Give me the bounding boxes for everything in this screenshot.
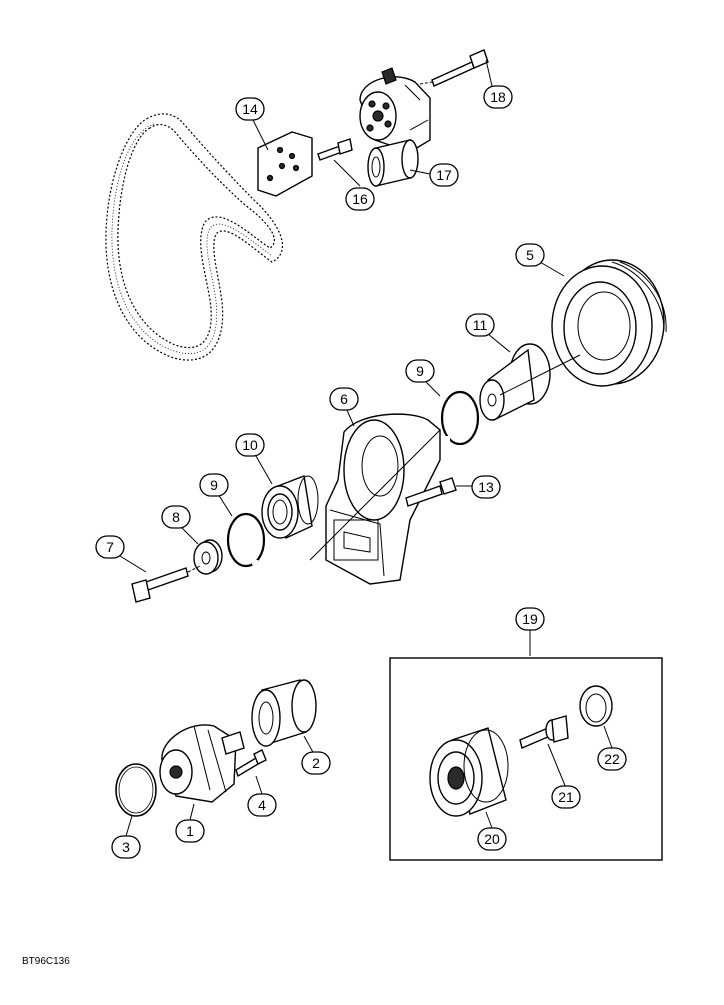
callout-2: 2 [301, 735, 331, 775]
drive-belt [105, 113, 283, 361]
retaining-ring-upper [440, 390, 480, 446]
idler-bearing [261, 475, 319, 540]
callout-9-upper-label: 9 [416, 363, 424, 379]
callout-8-label: 8 [172, 509, 180, 525]
callout-19-label: 19 [522, 611, 538, 627]
o-ring [115, 763, 157, 817]
crankshaft-pulley [551, 259, 667, 387]
callout-16-label: 16 [352, 191, 368, 207]
pump-screw [235, 749, 267, 778]
water-pump [159, 724, 245, 803]
idler-kit-box [389, 657, 663, 861]
callout-3: 3 [111, 815, 141, 859]
callout-11-label: 11 [473, 317, 488, 333]
callout-13: 13 [456, 475, 501, 499]
water-pump-pulley [251, 679, 317, 747]
kit-seal-cap [579, 685, 613, 727]
callout-14: 14 [235, 97, 269, 151]
callout-3-label: 3 [122, 839, 130, 855]
callout-20: 20 [477, 811, 507, 851]
callout-1: 1 [175, 803, 205, 843]
tensioner-pulley [367, 139, 419, 187]
callout-8: 8 [161, 505, 199, 545]
callout-5: 5 [515, 243, 565, 277]
callout-9-upper: 9 [405, 359, 441, 397]
retaining-ring-lower [226, 512, 266, 568]
callout-11: 11 [465, 313, 511, 353]
callout-10-label: 10 [242, 437, 258, 453]
callout-7: 7 [95, 535, 147, 573]
kit-idler-pulley [429, 727, 509, 817]
callout-5-label: 5 [526, 247, 534, 263]
callout-2-label: 2 [312, 755, 320, 771]
belt-tensioner [359, 67, 431, 153]
callout-22-label: 22 [604, 751, 620, 767]
idler-bolt [131, 565, 201, 603]
callout-18-label: 18 [490, 89, 506, 105]
kit-shoulder-bolt [519, 715, 569, 749]
figure-id-label: BT96C136 [22, 956, 70, 967]
callout-22: 22 [597, 725, 627, 771]
callout-7-label: 7 [106, 539, 114, 555]
washer [193, 539, 223, 575]
callout-17-label: 17 [436, 167, 452, 183]
pulley-hub [479, 343, 581, 422]
housing-bolt [405, 477, 457, 507]
callout-21: 21 [547, 743, 581, 809]
callout-4-label: 4 [258, 797, 266, 813]
callout-14-label: 14 [242, 101, 258, 117]
callout-17: 17 [409, 163, 459, 187]
callout-16: 16 [333, 159, 375, 211]
callout-6-label: 6 [340, 391, 348, 407]
callout-20-label: 20 [484, 831, 500, 847]
tensioner-screw [317, 138, 353, 161]
tensioner-bracket [257, 131, 313, 197]
callout-6: 6 [329, 387, 359, 427]
callout-19: 19 [515, 607, 545, 656]
callout-1-label: 1 [186, 823, 194, 839]
callout-4: 4 [247, 775, 277, 817]
callout-9-lower-label: 9 [210, 477, 218, 493]
tensioner-bolt [419, 49, 489, 87]
callout-21-label: 21 [558, 789, 574, 805]
idler-housing [309, 413, 441, 585]
callout-9-lower: 9 [199, 473, 233, 517]
callout-13-label: 13 [478, 479, 494, 495]
callout-10: 10 [235, 433, 273, 485]
callout-18: 18 [483, 59, 513, 109]
